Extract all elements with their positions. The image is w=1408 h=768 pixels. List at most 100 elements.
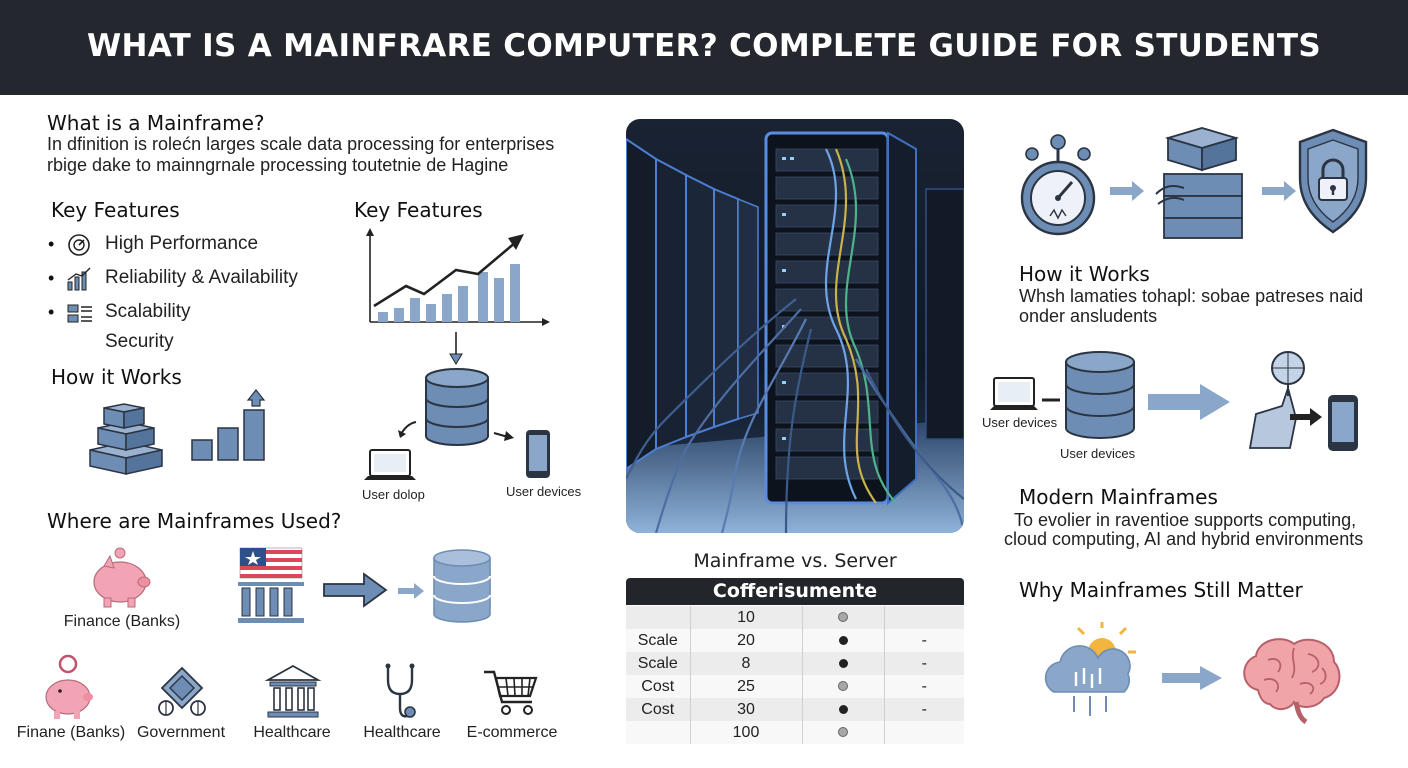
feature-label: Scalability	[105, 301, 191, 322]
feature-label: Reliability & Availability	[105, 267, 298, 288]
laptop-icon	[990, 377, 1060, 410]
shopping-cart-icon	[484, 670, 538, 715]
bullet: •	[48, 234, 55, 254]
bar-chart-icon	[67, 267, 91, 291]
row-label: Scale	[626, 629, 691, 652]
sector-label-finance: Finane (Banks)	[16, 724, 126, 741]
database-icon	[1065, 351, 1135, 439]
label-user-devices: User devices	[506, 484, 582, 499]
row-extra: -	[884, 629, 964, 652]
modern-line-1: To evolier in raventioe supports computi…	[1014, 510, 1357, 530]
how-it-works-heading: How it Works	[51, 365, 182, 389]
feature-label: High Performance	[105, 233, 259, 254]
phone-icon	[1328, 395, 1358, 451]
security-shield-lock-icon	[1298, 128, 1368, 234]
what-is-line-2: rbige dake to mainngrnale processing tou…	[47, 155, 509, 175]
piggy-bank-icon	[45, 654, 93, 719]
comparison-table-header: Cofferisumente	[626, 578, 964, 605]
stopwatch-gauge-icon	[1020, 134, 1096, 236]
row-value: 100	[690, 721, 803, 744]
row-label: Scale	[626, 652, 691, 675]
row-extra	[884, 721, 964, 744]
where-used-heading: Where are Mainframes Used?	[47, 509, 342, 533]
down-arrow-icon	[449, 332, 463, 365]
row-dot	[802, 721, 885, 744]
stethoscope-icon	[385, 663, 416, 718]
healthcare-building-icon	[264, 664, 322, 718]
list-icon	[67, 304, 92, 323]
how-it-works-right-line-2: onder ansludents	[1019, 306, 1158, 326]
comparison-table: 10 Scale 20 - Scale 8 - Cost 25 - Cost 3…	[626, 606, 964, 744]
database-icon	[433, 549, 491, 623]
finance-label: Finance (Banks)	[63, 613, 181, 630]
small-right-arrow-icon	[398, 583, 424, 599]
government-drone-icon	[158, 666, 206, 716]
right-arrow-icon	[1290, 408, 1322, 426]
row-dot	[802, 698, 885, 721]
row-label	[626, 606, 691, 629]
status-dot-icon	[838, 658, 848, 668]
page-title: WHAT IS A MAINFRARE COMPUTER? COMPLETE G…	[87, 28, 1321, 64]
row-dot	[802, 629, 885, 652]
table-row: Scale 8 -	[626, 652, 964, 675]
status-dot-icon	[838, 611, 848, 622]
right-arrow-small-icon	[493, 431, 514, 441]
table-row: Cost 25 -	[626, 675, 964, 698]
row-value: 25	[690, 675, 803, 698]
user-globe-icon	[1248, 351, 1305, 449]
status-dot-icon	[838, 680, 848, 691]
sector-label-healthcare: Healthcare	[253, 724, 331, 741]
how-it-works-right-heading: How it Works	[1019, 262, 1150, 286]
key-features-chart-heading: Key Features	[354, 198, 483, 222]
row-extra: -	[884, 652, 964, 675]
feature-item-performance: • High Performance	[48, 232, 348, 258]
label-user-devices-laptop: User devices	[982, 415, 1058, 430]
phone-icon	[526, 430, 550, 478]
row-value: 8	[690, 652, 803, 675]
feature-item-scalability: • Scalability	[48, 300, 348, 326]
rising-bars-icon	[191, 389, 266, 461]
right-arrow-icon	[1162, 666, 1222, 690]
laptop-icon	[364, 449, 416, 480]
curved-arrow-icon	[398, 421, 417, 438]
label-user-devices-db: User devices	[1060, 446, 1136, 461]
what-is-line-1: In dfinition is rolećn larges scale data…	[47, 134, 555, 154]
row-label	[626, 721, 691, 744]
table-row: Cost 30 -	[626, 698, 964, 721]
row-value: 30	[690, 698, 803, 721]
table-row: 10	[626, 606, 964, 629]
sector-label-healthcare-2: Healthcare	[363, 724, 441, 741]
how-it-works-right-line-1: Whsh lamaties tohapl: sobae patreses nai…	[1019, 286, 1364, 306]
big-right-arrow-icon	[1148, 384, 1230, 420]
stacked-blocks-icon	[89, 403, 163, 475]
row-extra: -	[884, 675, 964, 698]
cloud-sun-icon	[1044, 622, 1136, 716]
row-extra	[884, 606, 964, 629]
table-row: Scale 20 -	[626, 629, 964, 652]
row-extra: -	[884, 698, 964, 721]
bullet: •	[48, 302, 55, 322]
server-stack-icon	[1155, 127, 1243, 239]
sector-label-government: Government	[136, 724, 226, 741]
speedometer-icon	[68, 234, 90, 256]
right-arrow-icon	[1262, 181, 1296, 201]
brain-icon	[1243, 638, 1341, 725]
comparison-heading: Mainframe vs. Server	[693, 550, 897, 572]
status-dot-icon	[838, 726, 848, 737]
status-dot-icon	[838, 635, 848, 645]
header-banner	[0, 0, 1408, 95]
row-value: 20	[690, 629, 803, 652]
row-label: Cost	[626, 675, 691, 698]
row-label: Cost	[626, 698, 691, 721]
big-right-arrow-icon	[323, 572, 388, 608]
modern-line-2: cloud computing, AI and hybrid environme…	[1004, 529, 1364, 549]
right-arrow-icon	[1110, 181, 1144, 201]
what-is-heading: What is a Mainframe?	[47, 111, 265, 135]
modern-heading: Modern Mainframes	[1019, 485, 1218, 509]
table-row: 100	[626, 721, 964, 744]
piggy-bank-icon	[93, 547, 151, 608]
government-building-flag-icon	[238, 547, 304, 623]
sector-label-ecommerce: E-commerce	[466, 724, 558, 741]
row-dot	[802, 675, 885, 698]
status-dot-icon	[838, 704, 848, 714]
